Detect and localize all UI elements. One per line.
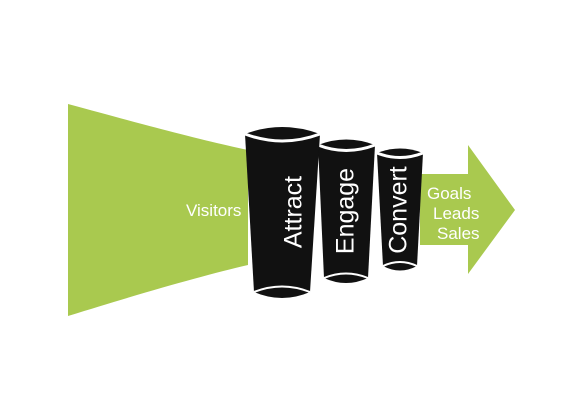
engage-stage-label: Engage — [332, 168, 360, 254]
engage-funnel-top-rim — [317, 143, 376, 152]
attract-funnel-bottom-rim — [253, 285, 311, 293]
output-label-leads: Leads — [433, 204, 479, 223]
output-arrow — [420, 145, 515, 274]
convert-funnel-segment — [377, 148, 423, 271]
engage-stage: Engage — [317, 139, 376, 283]
attract-funnel-segment — [245, 127, 320, 298]
visitors-flow-shape — [68, 104, 248, 316]
convert-stage-label: Convert — [385, 166, 413, 254]
attract-stage: Attract — [244, 127, 321, 298]
output-label-sales: Sales — [437, 224, 480, 243]
attract-funnel-top-rim — [244, 132, 321, 143]
engage-funnel-bottom-rim — [323, 272, 369, 279]
convert-funnel-top-rim — [376, 151, 424, 159]
convert-funnel-bottom-rim — [382, 261, 418, 267]
attract-stage-label: Attract — [280, 176, 308, 248]
engage-funnel-segment — [318, 139, 375, 283]
convert-stage: Convert — [376, 148, 424, 271]
visitors-label: Visitors — [186, 201, 241, 220]
output-label-goals: Goals — [427, 184, 471, 203]
